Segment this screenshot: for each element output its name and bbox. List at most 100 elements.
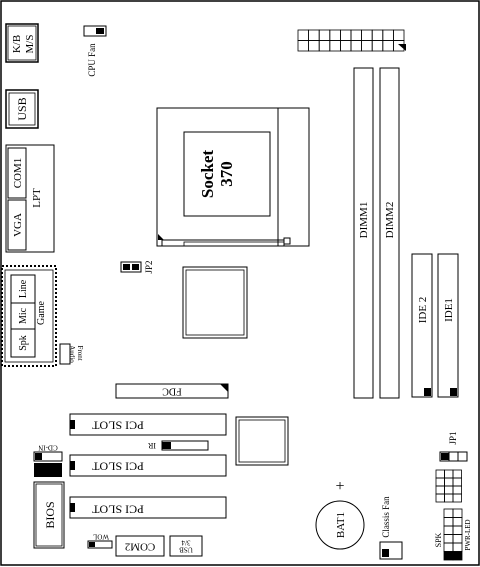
- atx-power-pin: [329, 40, 341, 52]
- vga-label: VGA: [12, 213, 24, 237]
- ms-label: M/S: [24, 35, 36, 54]
- atx-power-pin: [361, 40, 373, 52]
- socket-label-line2: 370: [217, 161, 236, 187]
- atx-power-pin: [382, 29, 394, 41]
- battery-plus-label: +: [335, 478, 344, 495]
- atx-power-pin: [329, 29, 341, 41]
- front-panel-upper-pin: [444, 485, 454, 495]
- atx-power-pin: [308, 40, 320, 52]
- jp1-jumper: JP1: [439, 431, 468, 462]
- jp1-label: JP1: [448, 431, 458, 444]
- dimm2-label: DIMM2: [384, 202, 396, 239]
- front-panel-upper-pin: [435, 493, 445, 503]
- com1-lpt-vga-block: COM1 VGA LPT: [5, 144, 55, 253]
- usb-label: USB: [15, 97, 29, 120]
- front-audio-label: Front Audio: [68, 345, 84, 363]
- front-panel-upper-pin: [452, 469, 462, 479]
- lpt-label: LPT: [31, 188, 43, 208]
- classis-fan-label: Classis Fan: [381, 496, 391, 538]
- ir-header: IR: [147, 440, 209, 451]
- front-panel-lower-pin: [443, 517, 454, 527]
- mic-label: Mic: [18, 307, 29, 324]
- pci-slot-2-label: PCI SLOT: [92, 459, 144, 473]
- kb-ms-connector: K/B M/S: [5, 23, 39, 63]
- front-panel-lower-pin: [452, 534, 463, 544]
- front-panel-upper-pin: [452, 485, 462, 495]
- cpu-socket: Socket 370: [156, 107, 310, 247]
- cpu-fan-label: CPU Fan: [87, 43, 97, 77]
- atx-power-connector: [297, 29, 406, 52]
- front-panel-lower-pin: [452, 525, 463, 535]
- dimm1-slot: DIMM1: [353, 67, 374, 399]
- front-panel-header-lower: [443, 508, 463, 561]
- front-panel-upper-pin: [444, 477, 454, 487]
- pci-slot-2: PCI SLOT: [69, 454, 227, 477]
- wol-label: WOL: [93, 532, 109, 540]
- atx-power-pin: [371, 40, 384, 52]
- front-panel-upper-pin: [435, 485, 445, 495]
- dimm1-label: DIMM1: [358, 202, 370, 239]
- classis-fan-header: Classis Fan: [379, 496, 403, 560]
- wol-header: WOL: [87, 532, 113, 549]
- front-panel-lower-pin: [443, 508, 454, 518]
- fdc-label: FDC: [162, 386, 182, 397]
- bios-label: BIOS: [43, 501, 57, 528]
- ide2-connector: IDE 2: [411, 253, 433, 398]
- atx-power-pin: [339, 40, 352, 52]
- front-panel-lower-pin: [443, 551, 454, 561]
- ide1-label: IDE1: [443, 298, 455, 322]
- pci-slot-3: PCI SLOT: [69, 496, 227, 519]
- pwr-led-label: PWR-LED: [464, 519, 472, 550]
- jp2-label: JP2: [144, 260, 154, 273]
- front-panel-upper-pin: [435, 469, 445, 479]
- front-panel-upper-pin: [435, 477, 445, 487]
- bios-chip: BIOS: [33, 481, 65, 549]
- pci-slot-1-label: PCI SLOT: [92, 418, 144, 432]
- front-panel-lower-pin: [443, 525, 454, 535]
- atx-pin1-marker: [398, 44, 406, 51]
- socket-label-line1: Socket: [198, 150, 217, 199]
- cd-in-label: CD-IN: [38, 443, 57, 451]
- spk-label: SPK: [434, 532, 443, 547]
- cpu-fan-header: CPU Fan: [83, 25, 107, 77]
- ir-label: IR: [147, 441, 156, 450]
- ide1-connector: IDE1: [437, 253, 459, 398]
- front-audio-header: Front Audio: [59, 343, 84, 365]
- front-panel-lower-pin: [443, 542, 454, 552]
- atx-power-pin: [318, 40, 331, 52]
- atx-power-pin: [339, 29, 352, 41]
- front-panel-header-upper: [435, 469, 462, 503]
- cd-in-header: CD-IN: [33, 443, 63, 477]
- usb34-label-line1: USB: [179, 545, 193, 553]
- atx-power-pin: [371, 29, 384, 41]
- kb-label: K/B: [11, 35, 23, 53]
- front-audio-line1: Front: [76, 346, 84, 361]
- north-bridge-chip: [182, 266, 248, 339]
- com2-label: COM2: [125, 540, 156, 552]
- front-audio-line2: Audio: [68, 345, 76, 363]
- front-panel-lower-pin: [452, 542, 463, 552]
- front-panel-lower-pin: [452, 508, 463, 518]
- atx-power-pin: [308, 29, 320, 41]
- line-label: Line: [18, 279, 29, 298]
- front-panel-upper-pin: [452, 477, 462, 487]
- usb-connector: USB: [5, 89, 39, 129]
- usb34-label-line2: 3/4: [181, 538, 190, 546]
- pci-slot-3-label: PCI SLOT: [92, 502, 144, 516]
- audio-block: Line Mic Spk Game: [1, 265, 57, 367]
- atx-power-pin: [361, 29, 373, 41]
- atx-power-pin: [297, 40, 310, 52]
- spk-jack-label: Spk: [18, 335, 29, 351]
- atx-power-pin: [318, 29, 331, 41]
- ide2-label: IDE 2: [417, 297, 429, 324]
- fdc-connector: FDC: [115, 383, 229, 399]
- front-panel-upper-pin: [444, 469, 454, 479]
- front-panel-lower-pin: [443, 534, 454, 544]
- front-panel-lower-pin: [452, 551, 463, 561]
- south-bridge-chip: [235, 416, 289, 466]
- battery-label: BAT1: [335, 512, 347, 538]
- pci-slot-1: PCI SLOT: [69, 413, 227, 436]
- game-label: Game: [36, 301, 47, 325]
